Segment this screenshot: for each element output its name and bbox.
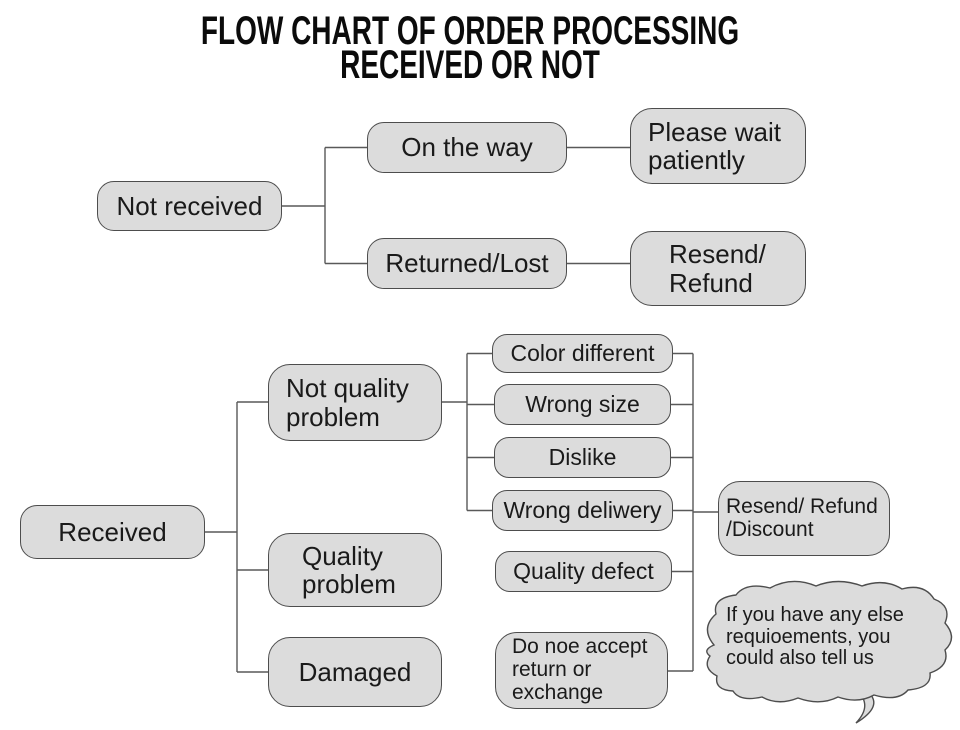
node-quality-defect: Quality defect bbox=[495, 551, 672, 592]
connector-line-merge-branch bbox=[668, 352, 718, 672]
node-please-wait-patiently: Please wait patiently bbox=[630, 108, 806, 184]
node-returned-lost: Returned/Lost bbox=[367, 238, 567, 289]
node-color-different: Color different bbox=[492, 334, 673, 373]
connector-line-received-branch bbox=[205, 401, 268, 673]
node-on-the-way: On the way bbox=[367, 122, 567, 173]
speech-bubble-text: If you have any else requioements, you c… bbox=[726, 604, 904, 670]
connector-line-top-section bbox=[282, 146, 630, 265]
chart-title-line1: FLOW CHART OF ORDER PROCESSING bbox=[200, 9, 740, 53]
node-wrong-delivery: Wrong deliwery bbox=[492, 490, 673, 531]
chart-title: FLOW CHART OF ORDER PROCESSING RECEIVED … bbox=[0, 9, 950, 87]
node-damaged: Damaged bbox=[268, 637, 442, 707]
node-wrong-size: Wrong size bbox=[494, 384, 671, 425]
node-received: Received bbox=[20, 505, 205, 559]
node-not-received: Not received bbox=[97, 181, 282, 231]
node-no-return-exchange: Do noe accept return or exchange bbox=[495, 632, 668, 709]
node-dislike: Dislike bbox=[494, 437, 671, 478]
node-not-quality-problem: Not quality problem bbox=[268, 364, 442, 441]
chart-title-line2: RECEIVED OR NOT bbox=[340, 43, 600, 87]
connector-line-notquality-branch bbox=[442, 352, 494, 512]
speech-bubble-shape bbox=[706, 580, 953, 703]
node-resend-refund: Resend/ Refund bbox=[630, 231, 806, 306]
node-quality-problem: Quality problem bbox=[268, 533, 442, 607]
node-resend-refund-discount: Resend/ Refund /Discount bbox=[718, 481, 890, 556]
